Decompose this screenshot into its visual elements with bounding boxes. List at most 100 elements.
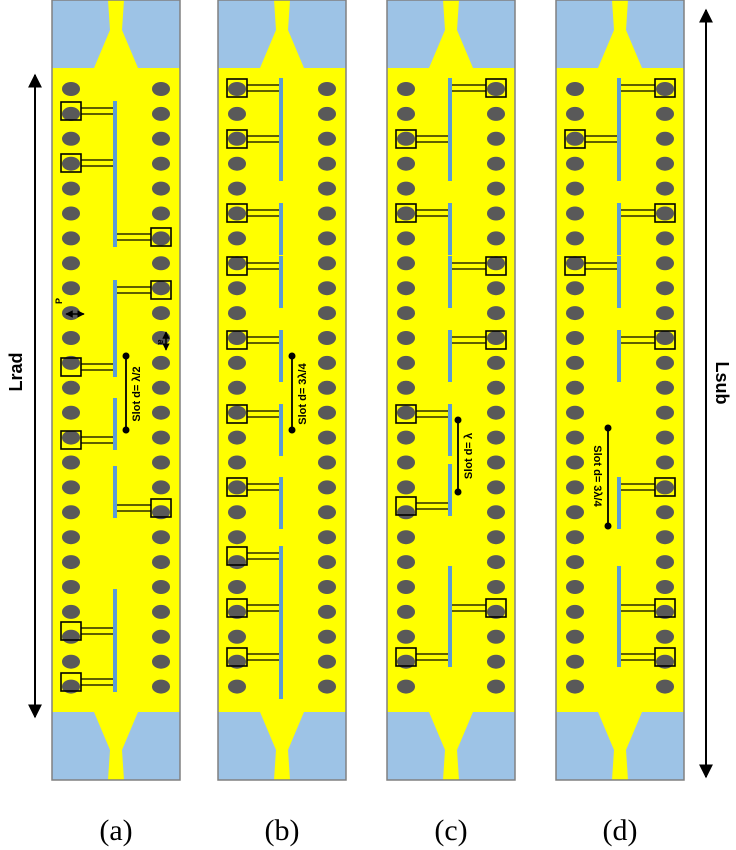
- via-left: [62, 380, 80, 395]
- slot: [617, 477, 621, 529]
- feed-box: [226, 330, 248, 350]
- via-right: [152, 306, 170, 321]
- via-right: [487, 629, 505, 644]
- via-right: [487, 281, 505, 296]
- via-left: [397, 306, 415, 321]
- via-left: [397, 106, 415, 121]
- feed-element: [448, 330, 507, 382]
- slot: [448, 566, 452, 618]
- slot: [448, 129, 452, 181]
- feed-box: [654, 647, 676, 667]
- via-right: [656, 206, 674, 221]
- feed-box: [395, 129, 417, 149]
- via-left: [566, 505, 584, 520]
- via-left: [228, 530, 246, 545]
- via-right: [318, 306, 336, 321]
- via-right: [656, 106, 674, 121]
- slot-marker-dot: [604, 424, 612, 432]
- via-right: [152, 430, 170, 445]
- via-right: [487, 306, 505, 321]
- via-right: [656, 355, 674, 370]
- via-left: [62, 82, 80, 96]
- via-right: [487, 505, 505, 520]
- slot: [617, 615, 621, 667]
- feed-box: [226, 78, 248, 98]
- via-left: [62, 256, 80, 271]
- via-right: [656, 181, 674, 196]
- feed-element: [226, 203, 283, 255]
- feed-box: [226, 546, 248, 566]
- via-left: [62, 331, 80, 345]
- slot: [448, 256, 452, 308]
- via-right: [152, 555, 170, 570]
- via-left: [397, 256, 415, 271]
- via-right: [318, 181, 336, 196]
- via-right: [318, 629, 336, 644]
- slot: [617, 330, 621, 382]
- via-left: [566, 231, 584, 246]
- via-right: [318, 604, 336, 619]
- via-right: [656, 530, 674, 545]
- feed-taper-top: [94, 0, 138, 68]
- feed-element: [226, 330, 283, 382]
- slot: [279, 256, 283, 308]
- via-left: [566, 106, 584, 121]
- feed-element: [448, 78, 507, 130]
- feed-element: [226, 129, 283, 181]
- via-right: [487, 405, 505, 420]
- slot: [113, 589, 117, 641]
- via-right: [152, 131, 170, 146]
- feed-element: [60, 398, 117, 450]
- panels-group: Slot d= λ/2(a)Slot d= 3λ/4(b)Slot d= λ(c…: [51, 0, 685, 847]
- via-right: [487, 256, 505, 271]
- slot-distance-label: Slot d= 3λ/4: [297, 362, 309, 424]
- feed-box: [395, 496, 417, 516]
- via-right: [152, 679, 170, 694]
- via-left: [566, 679, 584, 694]
- slot-marker-dot: [454, 416, 462, 424]
- via-right: [152, 355, 170, 370]
- via-left: [397, 480, 415, 495]
- via-left: [62, 430, 80, 445]
- panel-border: [217, 0, 347, 781]
- feed-element: [395, 404, 452, 456]
- via-diameter-label: a: [156, 339, 166, 345]
- lrad-label: Lrad: [6, 352, 26, 391]
- via-right: [487, 555, 505, 570]
- feed-taper-bottom: [94, 712, 138, 780]
- via-right: [318, 555, 336, 570]
- via-left: [228, 480, 246, 495]
- via-right: [656, 256, 674, 271]
- feed-element: [564, 129, 621, 181]
- via-right: [318, 206, 336, 221]
- via-left: [228, 629, 246, 644]
- via-left: [228, 505, 246, 520]
- via-left: [228, 156, 246, 171]
- via-right: [487, 580, 505, 594]
- slot: [279, 203, 283, 255]
- via-right: [318, 231, 336, 246]
- via-left: [566, 355, 584, 370]
- via-right: [656, 604, 674, 619]
- feed-box: [395, 404, 417, 424]
- slot: [279, 477, 283, 529]
- via-left: [566, 131, 584, 146]
- via-left: [62, 530, 80, 545]
- via-right: [656, 231, 674, 246]
- feed-box: [226, 129, 248, 149]
- via-right: [318, 156, 336, 171]
- slot-marker-dot: [122, 426, 130, 434]
- feed-element: [113, 195, 172, 247]
- slot: [113, 640, 117, 692]
- slot: [617, 78, 621, 130]
- via-right: [656, 580, 674, 594]
- feed-element: [617, 477, 676, 529]
- via-left: [397, 181, 415, 196]
- via-right: [318, 331, 336, 345]
- feed-box: [485, 256, 507, 276]
- via-left: [566, 430, 584, 445]
- feed-element: [617, 566, 676, 618]
- via-right: [318, 505, 336, 520]
- feed-taper-top: [429, 0, 473, 68]
- feed-box: [60, 101, 82, 121]
